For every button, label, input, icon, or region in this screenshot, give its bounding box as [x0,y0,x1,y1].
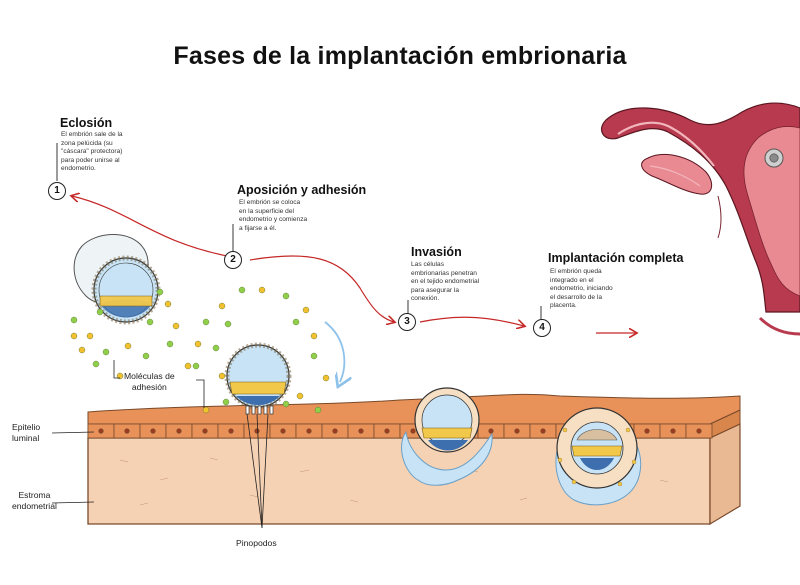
adhesion-molecule [238,286,246,294]
cell-nucleus [644,428,650,434]
adhesion-molecule [212,344,220,352]
adhesion-molecule [116,372,124,380]
adhesion-molecule [192,362,200,370]
adhesion-molecule [96,308,104,316]
step-3-description: Las células embrionarias penetran en el … [411,261,480,303]
adhesion-molecule [164,300,172,308]
cell-nucleus [384,428,390,434]
adhesion-molecule [322,374,330,382]
step-3-number: 3 [398,313,416,331]
adhesion-molecule [282,292,290,300]
adhesion-molecule [70,316,78,324]
cell-nucleus [696,428,702,434]
label-leaders [51,360,269,529]
adhesion-molecule [166,340,174,348]
label-endometrial-stroma: Estroma endometrial [12,490,57,511]
cell-nucleus [540,428,546,434]
adhesion-molecule [142,352,150,360]
process-arrows [72,196,636,333]
adhesion-molecule [194,340,202,348]
cell-nucleus [306,428,312,434]
uterus-illustration [601,102,800,336]
cell-nucleus [176,428,182,434]
adhesion-molecule [202,406,210,414]
step-2-description: El embrión se coloca en la superficie de… [239,199,308,232]
step-4-title: Implantación completa [548,251,684,265]
adhesion-molecule [310,332,318,340]
step-1-number: 1 [48,182,66,200]
adhesion-molecule [218,302,226,310]
cell-nucleus [280,428,286,434]
apposition-embryo [224,321,344,415]
hatching-embryo [73,233,161,325]
adhesion-molecule [222,398,230,406]
cell-nucleus [358,428,364,434]
cell-nucleus [202,428,208,434]
step-4-description: El embrión queda integrado en el endomet… [550,268,613,310]
step-3-title: Invasión [411,245,462,259]
adhesion-molecule [302,306,310,314]
adhesion-molecule [202,318,210,326]
adhesion-molecule [70,332,78,340]
page-title: Fases de la implantación embrionaria [173,42,627,70]
label-pinopodes: Pinopodos [236,538,277,548]
label-adhesion-molecules: Moléculas de adhesión [124,371,175,392]
adhesion-molecule [258,286,266,294]
adhesion-molecule [292,318,300,326]
adhesion-molecule [282,400,290,408]
step-4-number: 4 [533,319,551,337]
adhesion-molecule [102,348,110,356]
adhesion-molecule [224,320,232,328]
cell-nucleus [670,428,676,434]
implanted-embryo [555,407,642,506]
adhesion-molecules [70,286,330,414]
adhesion-molecule [218,372,226,380]
adhesion-molecule [124,342,132,350]
adhesion-molecule [172,322,180,330]
adhesion-molecule [310,352,318,360]
cell-nucleus [410,428,416,434]
adhesion-molecule [314,406,322,414]
step-1-title: Eclosión [60,116,113,130]
step-2-number: 2 [224,251,242,269]
cell-nucleus [514,428,520,434]
adhesion-molecule [86,332,94,340]
cell-nucleus [332,428,338,434]
cell-nucleus [98,428,104,434]
invading-embryo [401,387,493,486]
step-2-title: Aposición y adhesión [237,183,367,197]
cell-nucleus [150,428,156,434]
label-luminal-epithelium: Epitelio luminal [12,422,41,443]
cell-nucleus [488,428,494,434]
cell-nucleus [124,428,130,434]
adhesion-molecule [156,288,164,296]
adhesion-molecule [78,346,86,354]
cell-nucleus [254,428,260,434]
adhesion-molecule [184,362,192,370]
cell-nucleus [228,428,234,434]
adhesion-molecule [296,392,304,400]
step-1-description: El embrión sale de la zona pelúcida (su … [61,131,123,173]
adhesion-molecule [92,360,100,368]
adhesion-molecule [146,318,154,326]
